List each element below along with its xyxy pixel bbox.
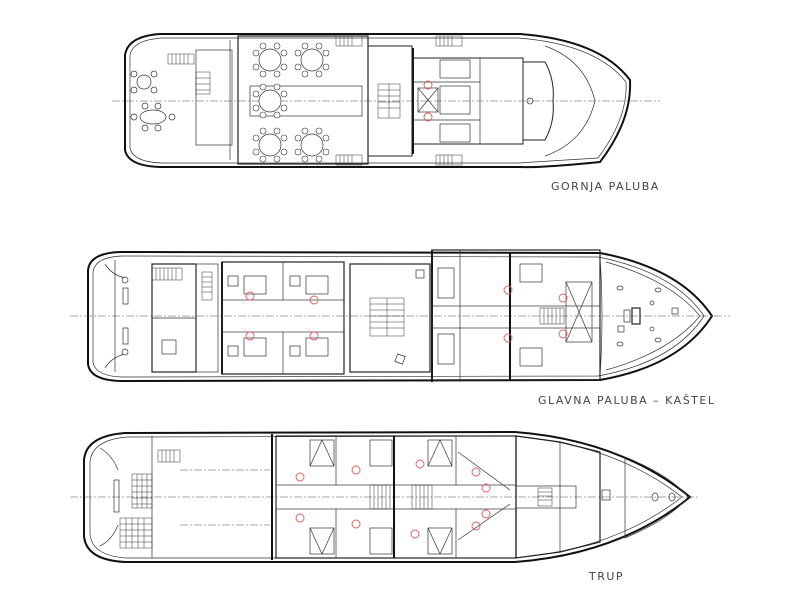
upper-deck-title: GORNJA PALUBA bbox=[551, 180, 660, 193]
cabin-marker bbox=[410, 529, 420, 539]
cabin-marker bbox=[245, 291, 255, 301]
cabin-marker bbox=[471, 521, 481, 531]
cabin-marker bbox=[558, 293, 568, 303]
cabin-marker bbox=[309, 295, 319, 305]
cabin-marker bbox=[503, 333, 513, 343]
cabin-marker bbox=[351, 519, 361, 529]
cabin-marker bbox=[471, 467, 481, 477]
cabin-marker bbox=[423, 80, 433, 90]
cabin-marker bbox=[245, 331, 255, 341]
hull-title: TRUP bbox=[589, 570, 625, 583]
cabin-marker bbox=[415, 459, 425, 469]
cabin-marker bbox=[295, 513, 305, 523]
cabin-marker bbox=[309, 331, 319, 341]
cabin-marker bbox=[558, 329, 568, 339]
saloon-tables bbox=[252, 42, 330, 163]
cabin-marker bbox=[481, 483, 491, 493]
cabin-marker bbox=[295, 472, 305, 482]
cabin-marker bbox=[423, 112, 433, 122]
cabin-marker bbox=[503, 285, 513, 295]
cabin-marker bbox=[351, 465, 361, 475]
cabin-marker bbox=[481, 509, 491, 519]
main-deck-title: GLAVNA PALUBA – KAŠTEL bbox=[538, 394, 716, 407]
